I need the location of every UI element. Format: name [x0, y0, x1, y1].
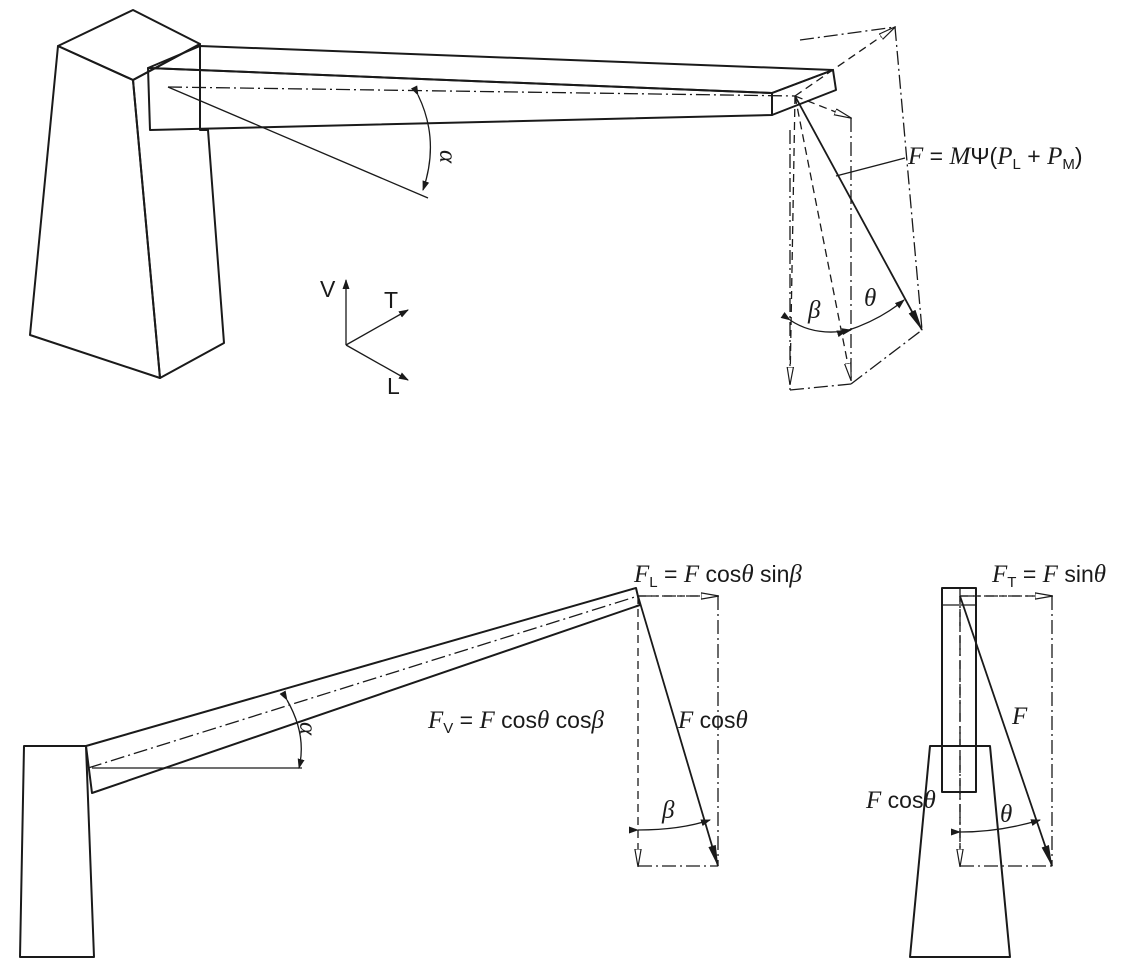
axis-v-label: V: [320, 276, 336, 302]
side-alpha-label: α: [294, 722, 321, 736]
ft-label: FT = F sinθ: [991, 561, 1106, 591]
axis-l-label: L: [387, 373, 400, 399]
front-pillar: [909, 745, 1011, 958]
front-theta-label: θ: [1000, 801, 1012, 828]
angle-alpha-label: α: [434, 150, 461, 164]
coordinate-axes: [342, 279, 409, 381]
front-view: FT = F sinθ F F cosθ θ: [865, 561, 1106, 958]
pillar: [29, 9, 225, 379]
axis-t-label: T: [384, 287, 398, 313]
angle-beta-label: β: [807, 297, 821, 324]
beam: [147, 45, 837, 199]
side-view: FL = F cosθ sinβ FV = F cosθ cosβ F cosθ…: [19, 561, 802, 958]
angle-theta-label: θ: [864, 285, 876, 312]
side-beta-label: β: [661, 797, 675, 824]
front-f-label: F: [1011, 703, 1028, 730]
isometric-view: F = MΨ(PL + PM) α β θ V T L: [29, 9, 1083, 399]
side-beam: [85, 587, 641, 794]
side-fcos-label: F cosθ: [677, 707, 748, 734]
fl-label: FL = F cosθ sinβ: [633, 561, 802, 591]
force-construction: [780, 27, 923, 391]
force-formula: F = MΨ(PL + PM): [907, 143, 1083, 173]
fv-label: FV = F cosθ cosβ: [427, 707, 604, 737]
side-pillar: [19, 745, 95, 958]
front-beam: [941, 587, 977, 793]
front-fcos-label: F cosθ: [865, 787, 936, 814]
